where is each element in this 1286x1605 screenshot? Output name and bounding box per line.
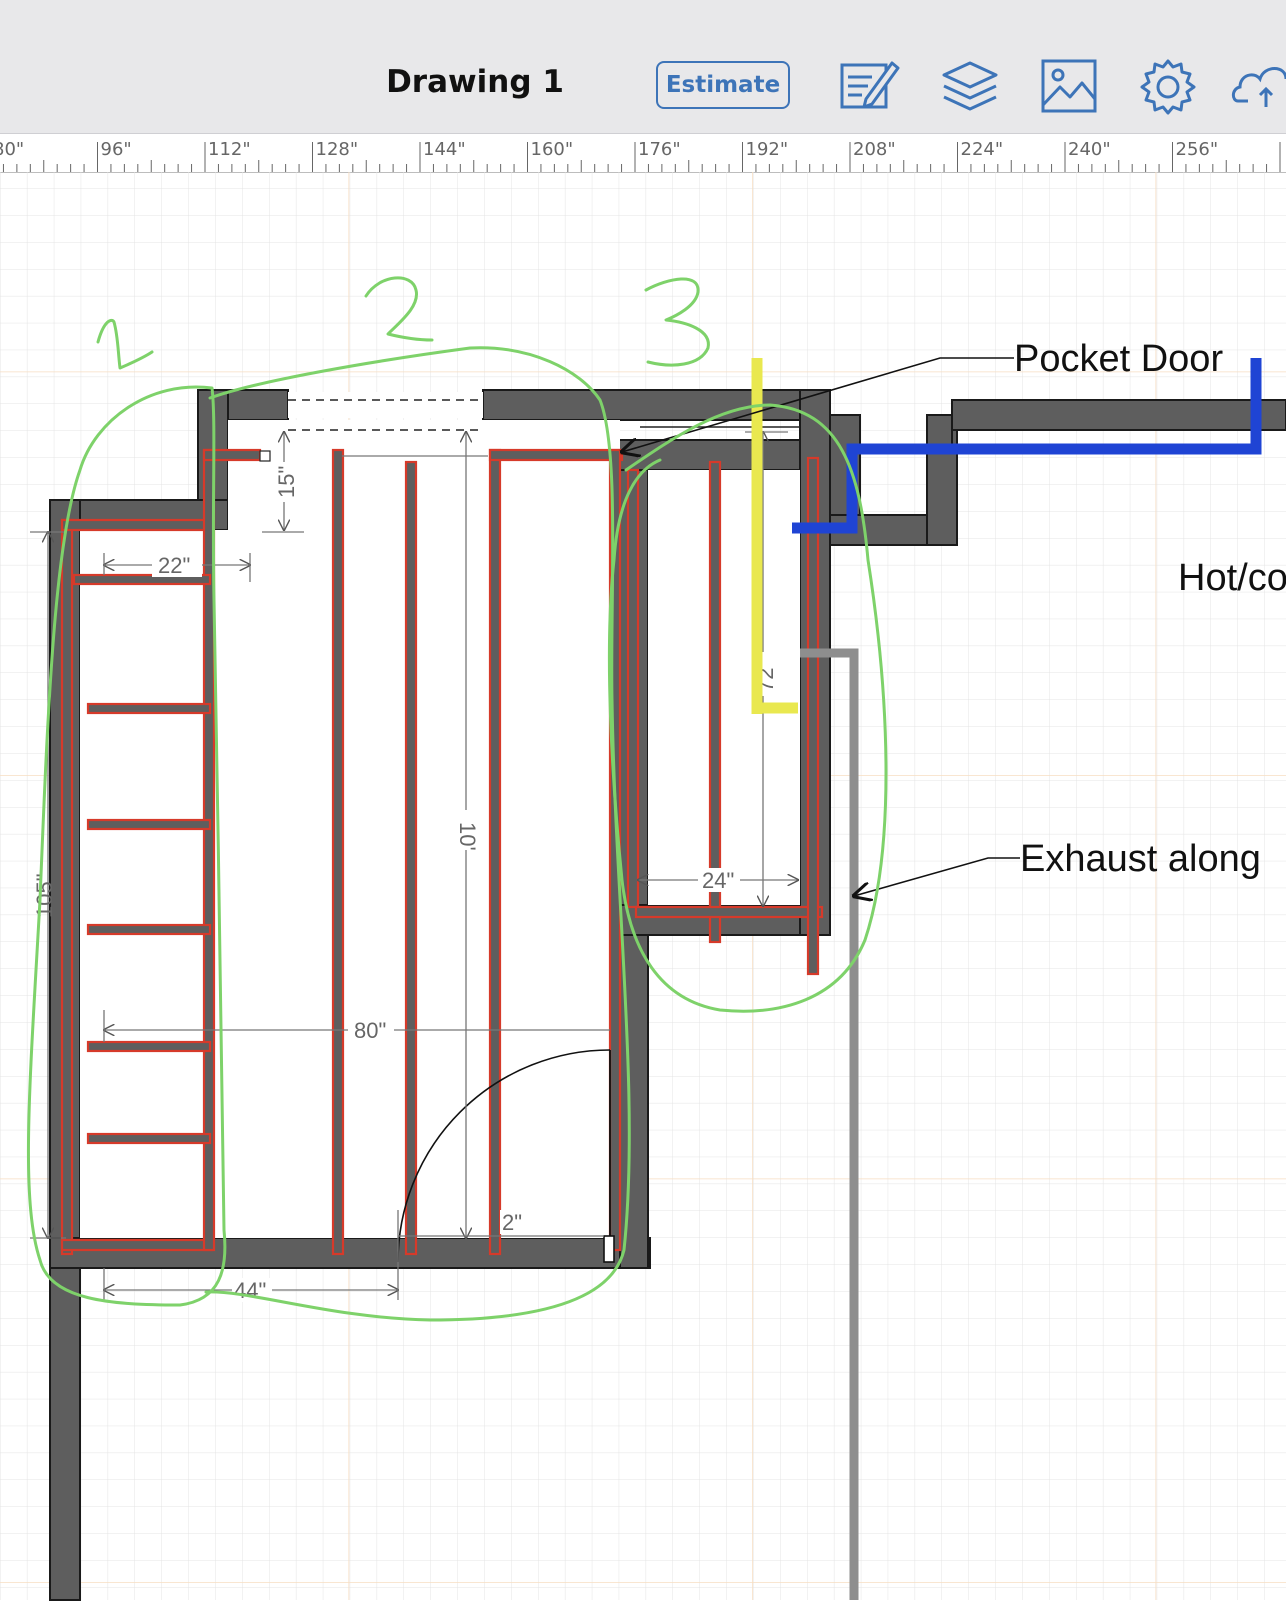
- ruler-label: 144": [423, 139, 466, 160]
- toolbar: Drawing 1 Estimate: [0, 0, 1286, 134]
- dim-2: 2": [502, 1210, 522, 1235]
- cloud-upload-icon[interactable]: [1231, 55, 1286, 119]
- handwritten-2: [364, 276, 434, 342]
- ruler-label: 80": [0, 139, 24, 160]
- shelf-board: [60, 518, 214, 532]
- ruler-label: 240": [1068, 139, 1111, 160]
- shelf-board: [86, 702, 212, 715]
- shelf-board: [72, 573, 212, 586]
- ruler-label: 96": [101, 139, 132, 160]
- shelf-board: [86, 1132, 212, 1145]
- shelf-board: [404, 460, 418, 1256]
- handwritten-3: [644, 277, 710, 367]
- shelf-board: [331, 448, 345, 1256]
- shelving[interactable]: [60, 448, 824, 1256]
- callout-labels: Pocket Door Hot/co Exhaust along: [1014, 338, 1286, 880]
- circle-region-1: [26, 385, 227, 1307]
- exhaust-duct[interactable]: [800, 648, 859, 1600]
- shelf-board: [60, 518, 74, 1256]
- drawing-title: Drawing 1: [386, 64, 564, 100]
- estimate-button[interactable]: Estimate: [656, 61, 790, 109]
- door-swing[interactable]: [397, 1049, 615, 1263]
- exhaust-label: Exhaust along: [1020, 838, 1261, 880]
- ruler-label: 112": [208, 139, 251, 160]
- water-line[interactable]: [792, 358, 1262, 534]
- ruler-label: 160": [531, 139, 574, 160]
- shelf-board: [86, 818, 212, 831]
- ruler-label: 208": [853, 139, 896, 160]
- ruler-label: 256": [1176, 139, 1219, 160]
- hot-cold-label: Hot/co: [1178, 557, 1286, 599]
- pocket-door-label: Pocket Door: [1014, 338, 1223, 380]
- ruler-label: 128": [316, 139, 359, 160]
- shelf-board: [488, 448, 624, 462]
- shelf-board: [60, 1238, 214, 1252]
- settings-icon[interactable]: [1136, 55, 1200, 119]
- dim-10ft: 10': [455, 822, 480, 851]
- yellow-highlight[interactable]: [751, 358, 798, 714]
- circle-region-3: [607, 403, 888, 1013]
- shelf-board: [86, 1040, 212, 1053]
- handwritten-annotations[interactable]: [26, 276, 888, 1322]
- layers-icon[interactable]: [938, 55, 1002, 119]
- pocket-door[interactable]: [288, 399, 483, 431]
- dim-24: 24": [702, 868, 734, 893]
- dim-15: 15": [274, 466, 299, 498]
- handwritten-1: [96, 318, 154, 370]
- shelf-board: [626, 468, 640, 909]
- edit-icon[interactable]: [836, 55, 900, 119]
- horizontal-ruler: 80" 96" 112" 128" 144" 160" 176" 192" 208" 224" 24…: [0, 134, 1286, 173]
- drawing-canvas[interactable]: 22" 15" 10' 72" 24" 80" 105" 44" 2" Pock…: [0, 172, 1286, 1601]
- callout-leaders: [622, 357, 1020, 896]
- dim-105: 105": [32, 873, 57, 918]
- shelf-board: [806, 456, 820, 976]
- dim-22: 22": [158, 553, 190, 578]
- ruler-label: 192": [746, 139, 789, 160]
- image-icon[interactable]: [1038, 55, 1102, 119]
- dim-80: 80": [354, 1018, 386, 1043]
- ruler-label: 176": [638, 139, 681, 160]
- shelf-board: [488, 448, 502, 1256]
- door-stop: [259, 450, 271, 462]
- shelf-board: [86, 923, 212, 936]
- shelf-board: [708, 460, 722, 944]
- shelf-board: [634, 905, 824, 919]
- ruler-label: 224": [961, 139, 1004, 160]
